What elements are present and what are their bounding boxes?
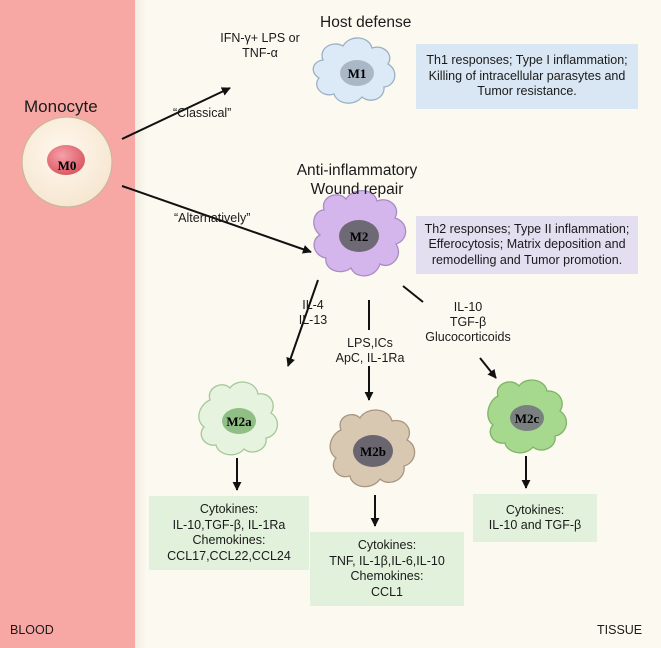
m1-nucleus: [340, 60, 374, 86]
alternatively-label: “Alternatively”: [174, 211, 251, 225]
m1-label: M1: [348, 66, 367, 81]
m2c-products-box: Cytokines: IL-10 and TGF-β: [473, 494, 597, 542]
m1-description-line: Tumor resistance.: [477, 84, 577, 99]
m2b-stimulus-line: LPS,ICs: [347, 336, 393, 350]
m2-heading-line: Anti-inflammatory: [296, 162, 418, 179]
m2a-stimulus-line: IL-4: [302, 298, 324, 312]
m2a-stimulus-line: IL-13: [298, 313, 328, 327]
m2b-products-box: Cytokines: TNF, IL-1β,IL-6,IL-10 Chemoki…: [310, 532, 464, 606]
m1-heading: Host defense: [320, 14, 412, 31]
m2-label: M2: [350, 229, 369, 244]
arrow-m2c-in: [479, 357, 497, 379]
m2c-stimulus-line: Glucocorticoids: [425, 330, 511, 344]
m2-heading-line: Wound repair: [310, 181, 404, 198]
m2c-stimulus-line: IL-10: [453, 300, 483, 314]
arrow-m2-to-m2c: [402, 285, 424, 303]
monocyte-title: Monocyte: [24, 97, 98, 116]
m2a-products-box: Cytokines: IL-10,TGF-β, IL-1Ra Chemokine…: [149, 496, 309, 570]
arrow-m2-to-m2a: [286, 279, 319, 367]
m2c-stimulus: IL-10 TGF-β Glucocorticoids: [418, 300, 518, 345]
m2a-label: M2a: [226, 414, 252, 429]
m2-description-line: Efferocytosis; Matrix deposition and: [428, 237, 626, 252]
m1-stimulus-line: TNF-α: [242, 46, 278, 60]
m2a-stimulus: IL-4 IL-13: [293, 298, 333, 328]
m1-description-line: Killing of intracellular parasytes and: [428, 68, 626, 83]
m0-label: M0: [58, 158, 77, 173]
m1-stimulus-line: IFN-γ+ LPS or: [220, 31, 300, 45]
tissue-edge-shade: [135, 0, 147, 648]
m2-heading: Anti-inflammatory Wound repair: [290, 161, 424, 199]
m1-description-box: Th1 responses; Type I inflammation; Kill…: [416, 44, 638, 109]
m2c-nucleus: [510, 405, 544, 431]
m2c-label: M2c: [515, 411, 540, 426]
m2-description-line: remodelling and Tumor promotion.: [431, 252, 623, 267]
blood-label: BLOOD: [10, 623, 54, 637]
m2b-products-line: CCL1: [371, 584, 403, 599]
classical-label: “Classical”: [173, 106, 232, 120]
m2-description-line: Th2 responses; Type II inflammation;: [424, 221, 630, 236]
m2c-cell: [487, 379, 568, 454]
m2-cell: [313, 189, 407, 277]
m2c-products-line: Cytokines:: [505, 502, 565, 517]
m2a-cell: [198, 381, 279, 456]
m2-nucleus: [339, 220, 379, 252]
m2b-label: M2b: [360, 444, 386, 459]
m2a-products-line: Chemokines:: [192, 533, 266, 547]
m2a-products-line: Cytokines:: [199, 502, 259, 516]
m2b-cell: [329, 409, 416, 488]
m2b-products-line: Chemokines:: [350, 569, 424, 583]
arrow-classical: [121, 87, 231, 140]
m2b-stimulus: LPS,ICs ApC, IL-1Ra: [330, 336, 410, 366]
blood-region: [0, 0, 135, 648]
m1-description-line: Th1 responses; Type I inflammation;: [426, 53, 628, 68]
m2b-stimulus-line: ApC, IL-1Ra: [335, 351, 405, 365]
m2a-products-line: CCL17,CCL22,CCL24: [167, 548, 291, 563]
tissue-label: TISSUE: [597, 623, 643, 637]
arrow-alternatively: [121, 185, 312, 254]
m2c-products-line: IL-10 and TGF-β: [488, 518, 582, 532]
m2b-products-line: TNF, IL-1β,IL-6,IL-10: [329, 553, 445, 568]
m1-stimulus: IFN-γ+ LPS or TNF-α: [215, 31, 305, 61]
m2-description-box: Th2 responses; Type II inflammation; Eff…: [416, 216, 638, 274]
monocyte-cell: [21, 116, 113, 208]
m2a-products-line: IL-10,TGF-β, IL-1Ra: [172, 517, 286, 532]
m2c-stimulus-line: TGF-β: [449, 315, 487, 329]
m2a-nucleus: [222, 408, 256, 434]
m2b-products-line: Cytokines:: [357, 538, 417, 552]
m1-cell: [312, 37, 396, 104]
monocyte-nucleus: [47, 145, 85, 175]
m2b-nucleus: [353, 435, 393, 467]
